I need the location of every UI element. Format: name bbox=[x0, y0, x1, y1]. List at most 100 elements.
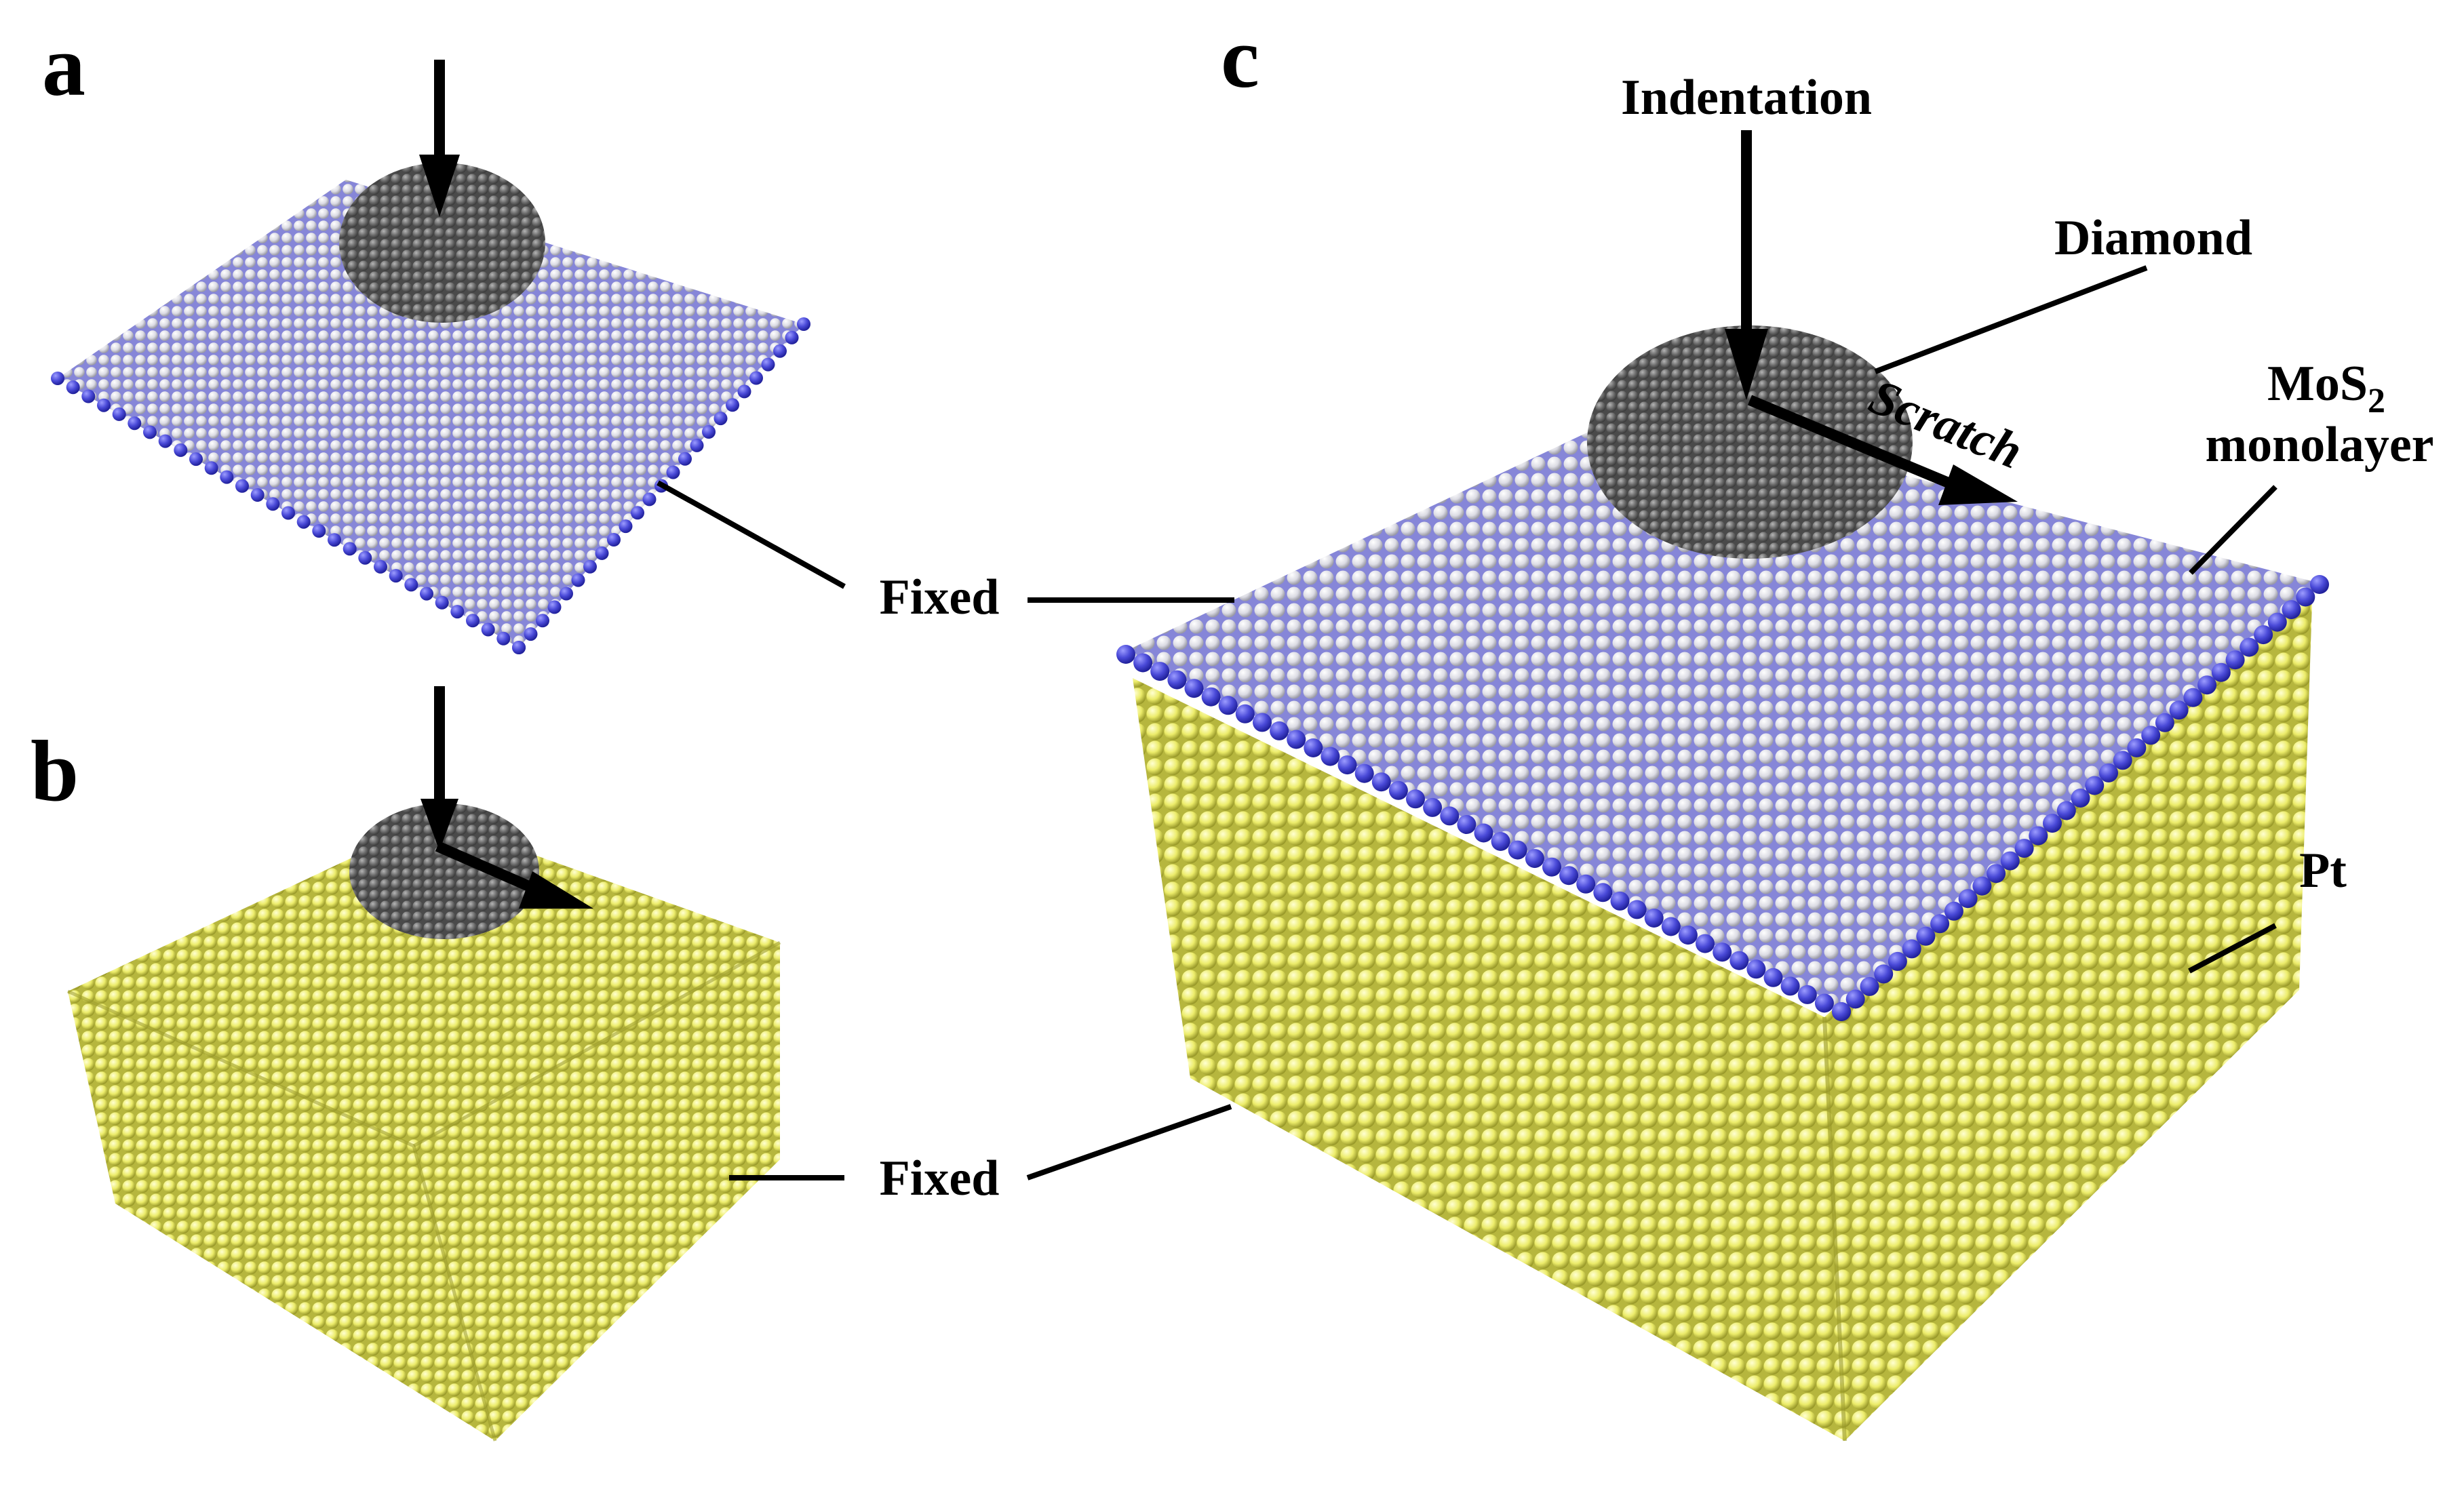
mo-atom bbox=[749, 371, 763, 385]
mo-atom bbox=[2169, 700, 2189, 720]
mo-atom bbox=[2141, 726, 2161, 745]
pt-label: Pt bbox=[2299, 843, 2347, 898]
mo-atom bbox=[481, 622, 495, 637]
mo-atom bbox=[2296, 587, 2315, 607]
mo-atom bbox=[2155, 713, 2174, 732]
mo-atom bbox=[1406, 789, 1425, 809]
mo-atom bbox=[496, 631, 511, 646]
mo-atom bbox=[1610, 891, 1630, 911]
diamond-leader bbox=[1874, 265, 2148, 374]
mo-atom bbox=[619, 519, 633, 534]
monolayer-label: monolayer bbox=[2205, 417, 2433, 473]
mo-atom bbox=[2085, 776, 2105, 795]
mo-atom bbox=[1860, 976, 1879, 996]
mo-atom bbox=[328, 533, 341, 547]
mo-atom bbox=[435, 595, 449, 610]
mo-atom bbox=[1593, 883, 1613, 902]
mo-atom bbox=[266, 497, 280, 511]
panel-c-mo-edge bbox=[1116, 575, 2329, 1021]
mo-atom bbox=[1304, 738, 1323, 757]
mo-atom bbox=[343, 542, 357, 556]
mo-atom bbox=[713, 412, 728, 426]
mo-atom bbox=[1780, 976, 1800, 996]
mo-atom bbox=[220, 470, 234, 484]
mo-atom bbox=[1814, 993, 1834, 1013]
diamond-label: Diamond bbox=[2054, 210, 2252, 266]
mo-atom bbox=[1150, 662, 1170, 681]
panel-b-scene bbox=[66, 803, 781, 1442]
mo-atom bbox=[1559, 866, 1579, 886]
mo-atom bbox=[2267, 612, 2287, 632]
mo-atom bbox=[1644, 909, 1664, 928]
mo-atom bbox=[1832, 1002, 1851, 1021]
mo-atom bbox=[128, 416, 142, 431]
mo-atom bbox=[358, 551, 372, 565]
mo-atom bbox=[1423, 797, 1443, 817]
mo-atom bbox=[2014, 839, 2034, 858]
mo-atom bbox=[1457, 815, 1477, 834]
fixed-label-top: Fixed bbox=[880, 570, 1000, 625]
mo-atom bbox=[189, 452, 203, 466]
mo-atom bbox=[785, 330, 799, 344]
mo-atom bbox=[2071, 789, 2090, 808]
mo-atom bbox=[2099, 763, 2118, 782]
mo-atom bbox=[737, 384, 751, 399]
mo-atom bbox=[1218, 696, 1238, 715]
mo-atom bbox=[1729, 951, 1749, 970]
mo-atom bbox=[1116, 645, 1135, 664]
mo-atom bbox=[2183, 688, 2203, 707]
panel-a-diamond-indenter bbox=[339, 163, 545, 323]
mo-atom bbox=[158, 434, 172, 448]
mo-atom bbox=[1235, 704, 1255, 723]
mo-atom bbox=[174, 443, 188, 457]
mo-atom bbox=[512, 641, 526, 654]
mo-atom bbox=[1525, 849, 1544, 869]
mo-atom bbox=[1133, 653, 1153, 673]
mo-atom bbox=[2113, 751, 2132, 770]
mo-atom bbox=[466, 614, 480, 628]
mo-atom bbox=[1627, 900, 1647, 919]
mo-atom bbox=[1696, 934, 1715, 953]
mo-atom bbox=[1678, 926, 1698, 945]
mo-atom bbox=[66, 380, 80, 395]
mo-atom bbox=[2029, 826, 2048, 846]
mo-atom bbox=[2240, 637, 2259, 657]
mo-atom bbox=[560, 587, 573, 601]
pt-leader bbox=[2188, 923, 2277, 974]
mo-atom bbox=[1902, 939, 1921, 959]
mo-atom bbox=[81, 389, 96, 403]
mo-atom bbox=[1944, 901, 1963, 921]
mo-atom bbox=[536, 614, 549, 628]
mo-atom bbox=[571, 573, 585, 587]
panel-label-b: b bbox=[31, 723, 79, 819]
mo-atom bbox=[1253, 713, 1272, 732]
panel-c-pt-left-face bbox=[1133, 678, 1845, 1441]
mo-atom bbox=[404, 578, 418, 592]
mo-atom bbox=[1916, 926, 1936, 946]
mo-atom bbox=[1167, 670, 1187, 690]
panel-c-mos2-monolayer bbox=[1126, 407, 2320, 1010]
mo-atom bbox=[374, 559, 387, 574]
mo-atom bbox=[2211, 662, 2231, 682]
mo-atom bbox=[1474, 823, 1493, 843]
mo-atom bbox=[1440, 806, 1460, 826]
mo-atom bbox=[1287, 730, 1306, 749]
indentation-label: Indentation bbox=[1621, 70, 1872, 125]
mo-atom bbox=[312, 524, 326, 538]
mo-atom bbox=[595, 546, 609, 560]
mo-atom bbox=[1321, 747, 1340, 766]
mos2-label: MoS2 bbox=[2267, 356, 2385, 420]
mo-atom bbox=[702, 425, 716, 439]
mo-atom bbox=[2225, 650, 2245, 670]
mo-atom bbox=[1491, 832, 1510, 851]
mo-atom bbox=[51, 372, 64, 385]
panel-c-scene bbox=[1116, 325, 2329, 1442]
mo-atom bbox=[1874, 964, 1894, 984]
mo-atom bbox=[1958, 889, 1978, 909]
panel-b-pt-block-left bbox=[68, 991, 495, 1441]
mo-atom bbox=[773, 344, 787, 358]
panel-b-pt-block-top bbox=[68, 819, 780, 1146]
mo-atom bbox=[296, 515, 311, 529]
panel-c-diamond-indenter bbox=[1587, 325, 1913, 559]
